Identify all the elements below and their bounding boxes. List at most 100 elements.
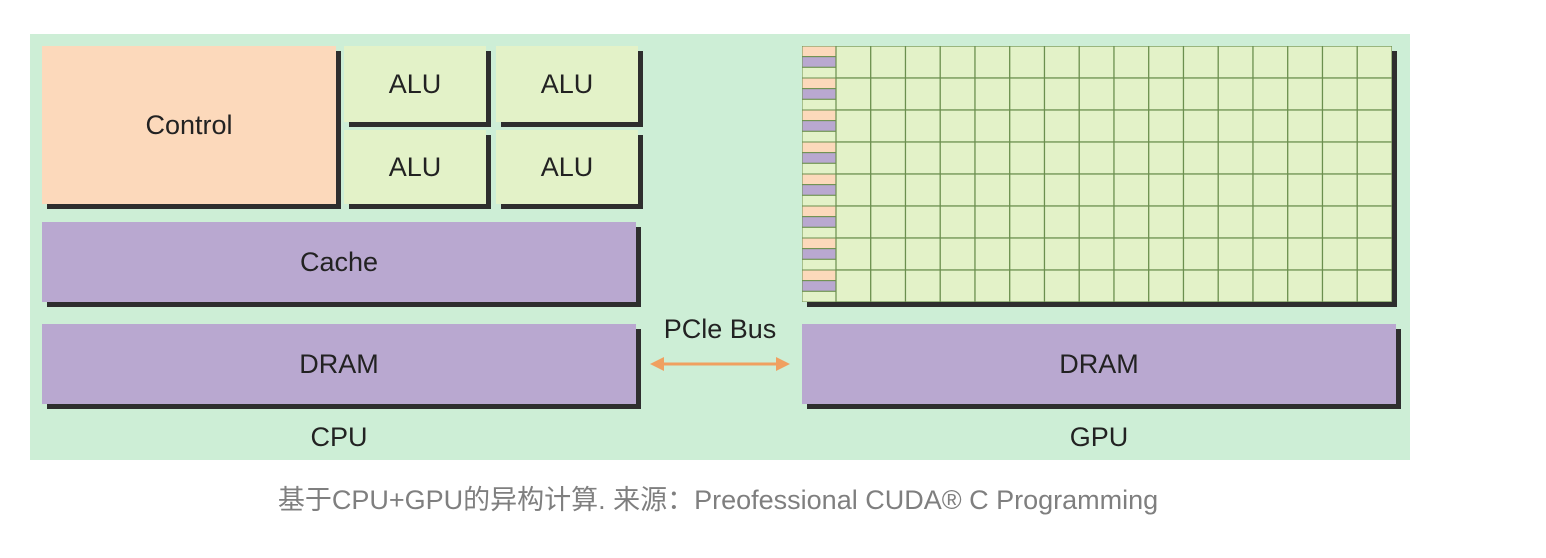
cpu-cache-block: Cache [42, 222, 636, 302]
alu-block: ALU [496, 130, 638, 204]
gpu-alu-cell [939, 173, 976, 207]
cpu-dram-label: DRAM [299, 348, 379, 379]
gpu-alu-cell [939, 77, 976, 111]
gpu-alu-cell [939, 109, 976, 143]
gpu-alu-cell [1252, 173, 1289, 207]
gpu-alu-cell [1113, 269, 1150, 302]
gpu-alu-cell [870, 269, 907, 302]
gpu-control-cache-cell [802, 216, 837, 228]
gpu-alu-cell [1043, 109, 1080, 143]
gpu-alu-cell [1356, 109, 1392, 143]
gpu-control-cache-cell [802, 152, 837, 164]
gpu-cores-grid [802, 46, 1392, 302]
gpu-alu-cell [1287, 269, 1324, 302]
gpu-alu-cell [1321, 141, 1358, 175]
cache-label: Cache [299, 246, 379, 277]
alu-label: ALU [540, 68, 594, 99]
gpu-alu-cell [1182, 237, 1219, 271]
gpu-alu-cell [870, 173, 907, 207]
figure-caption: 基于CPU+GPU的异构计算. 来源：Preofessional CUDA® C… [277, 485, 1159, 515]
gpu-control-cache-cell [802, 56, 837, 68]
alu-block: ALU [344, 46, 486, 122]
gpu-alu-cell [1078, 77, 1115, 111]
gpu-control-cache-cell [802, 66, 837, 79]
gpu-alu-cell [1356, 269, 1392, 302]
gpu-alu-cell [1078, 205, 1115, 239]
gpu-alu-cell [1252, 269, 1289, 302]
gpu-alu-cell [1356, 141, 1392, 175]
gpu-alu-cell [1287, 77, 1324, 111]
gpu-alu-cell [974, 141, 1011, 175]
gpu-alu-cell [1182, 205, 1219, 239]
gpu-alu-cell [1113, 46, 1150, 79]
gpu-alu-cell [1043, 269, 1080, 302]
pcie-bus-label: PCle Bus [663, 314, 777, 344]
cpu-dram-block: DRAM [42, 324, 636, 404]
gpu-alu-cell [1148, 109, 1185, 143]
gpu-alu-cell [939, 205, 976, 239]
gpu-control-cache-cell [802, 290, 837, 302]
gpu-alu-cell [1182, 141, 1219, 175]
gpu-alu-cell [1217, 109, 1254, 143]
gpu-alu-cell [904, 237, 941, 271]
cpu-control-block: Control [42, 46, 336, 204]
gpu-alu-cell [1078, 109, 1115, 143]
gpu-alu-cell [904, 173, 941, 207]
alu-block: ALU [344, 130, 486, 204]
gpu-control-cache-cell [802, 141, 837, 154]
gpu-alu-cell [904, 46, 941, 79]
gpu-alu-cell [1287, 109, 1324, 143]
gpu-alu-cell [1287, 237, 1324, 271]
gpu-alu-cell [1321, 46, 1358, 79]
gpu-alu-cell [1148, 46, 1185, 79]
gpu-alu-cell [1321, 269, 1358, 302]
gpu-alu-cell [1182, 173, 1219, 207]
gpu-alu-cell [1078, 237, 1115, 271]
gpu-alu-cell [1043, 205, 1080, 239]
gpu-caption: GPU [1069, 422, 1129, 452]
gpu-control-cache-cell [802, 205, 837, 218]
gpu-control-cache-cell [802, 194, 837, 207]
gpu-alu-cell [1009, 237, 1046, 271]
gpu-alu-cell [870, 141, 907, 175]
gpu-alu-cell [1113, 173, 1150, 207]
gpu-alu-cell [870, 77, 907, 111]
alu-label: ALU [540, 151, 594, 182]
gpu-control-cache-cell [802, 184, 837, 196]
gpu-alu-cell [1148, 205, 1185, 239]
gpu-control-cache-cell [802, 46, 837, 58]
gpu-alu-cell [835, 141, 872, 175]
gpu-alu-cell [974, 77, 1011, 111]
gpu-control-cache-cell [802, 77, 837, 90]
alu-label: ALU [388, 68, 442, 99]
gpu-alu-cell [904, 109, 941, 143]
gpu-alu-cell [1217, 173, 1254, 207]
gpu-alu-cell [1321, 77, 1358, 111]
gpu-alu-cell [1009, 109, 1046, 143]
gpu-alu-cell [1148, 237, 1185, 271]
gpu-control-cache-cell [802, 88, 837, 100]
gpu-alu-cell [835, 77, 872, 111]
gpu-alu-cell [1356, 46, 1392, 79]
gpu-alu-cell [1252, 205, 1289, 239]
gpu-alu-cell [1078, 141, 1115, 175]
gpu-alu-cell [1113, 77, 1150, 111]
gpu-alu-cell [1043, 46, 1080, 79]
gpu-alu-cell [835, 46, 872, 79]
gpu-alu-cell [1148, 141, 1185, 175]
gpu-alu-cell [974, 109, 1011, 143]
gpu-alu-cell [1113, 205, 1150, 239]
gpu-alu-cell [939, 141, 976, 175]
gpu-alu-cell [904, 205, 941, 239]
gpu-alu-cell [1078, 46, 1115, 79]
bidirectional-arrow-icon [650, 357, 790, 371]
gpu-control-cache-cell [802, 173, 837, 186]
gpu-alu-cell [870, 237, 907, 271]
gpu-alu-cell [1356, 77, 1392, 111]
gpu-alu-cell [1287, 46, 1324, 79]
gpu-alu-cell [1009, 141, 1046, 175]
gpu-alu-cell [1113, 141, 1150, 175]
gpu-alu-cell [870, 46, 907, 79]
gpu-alu-cell [1217, 46, 1254, 79]
cpu-caption: CPU [310, 422, 368, 452]
